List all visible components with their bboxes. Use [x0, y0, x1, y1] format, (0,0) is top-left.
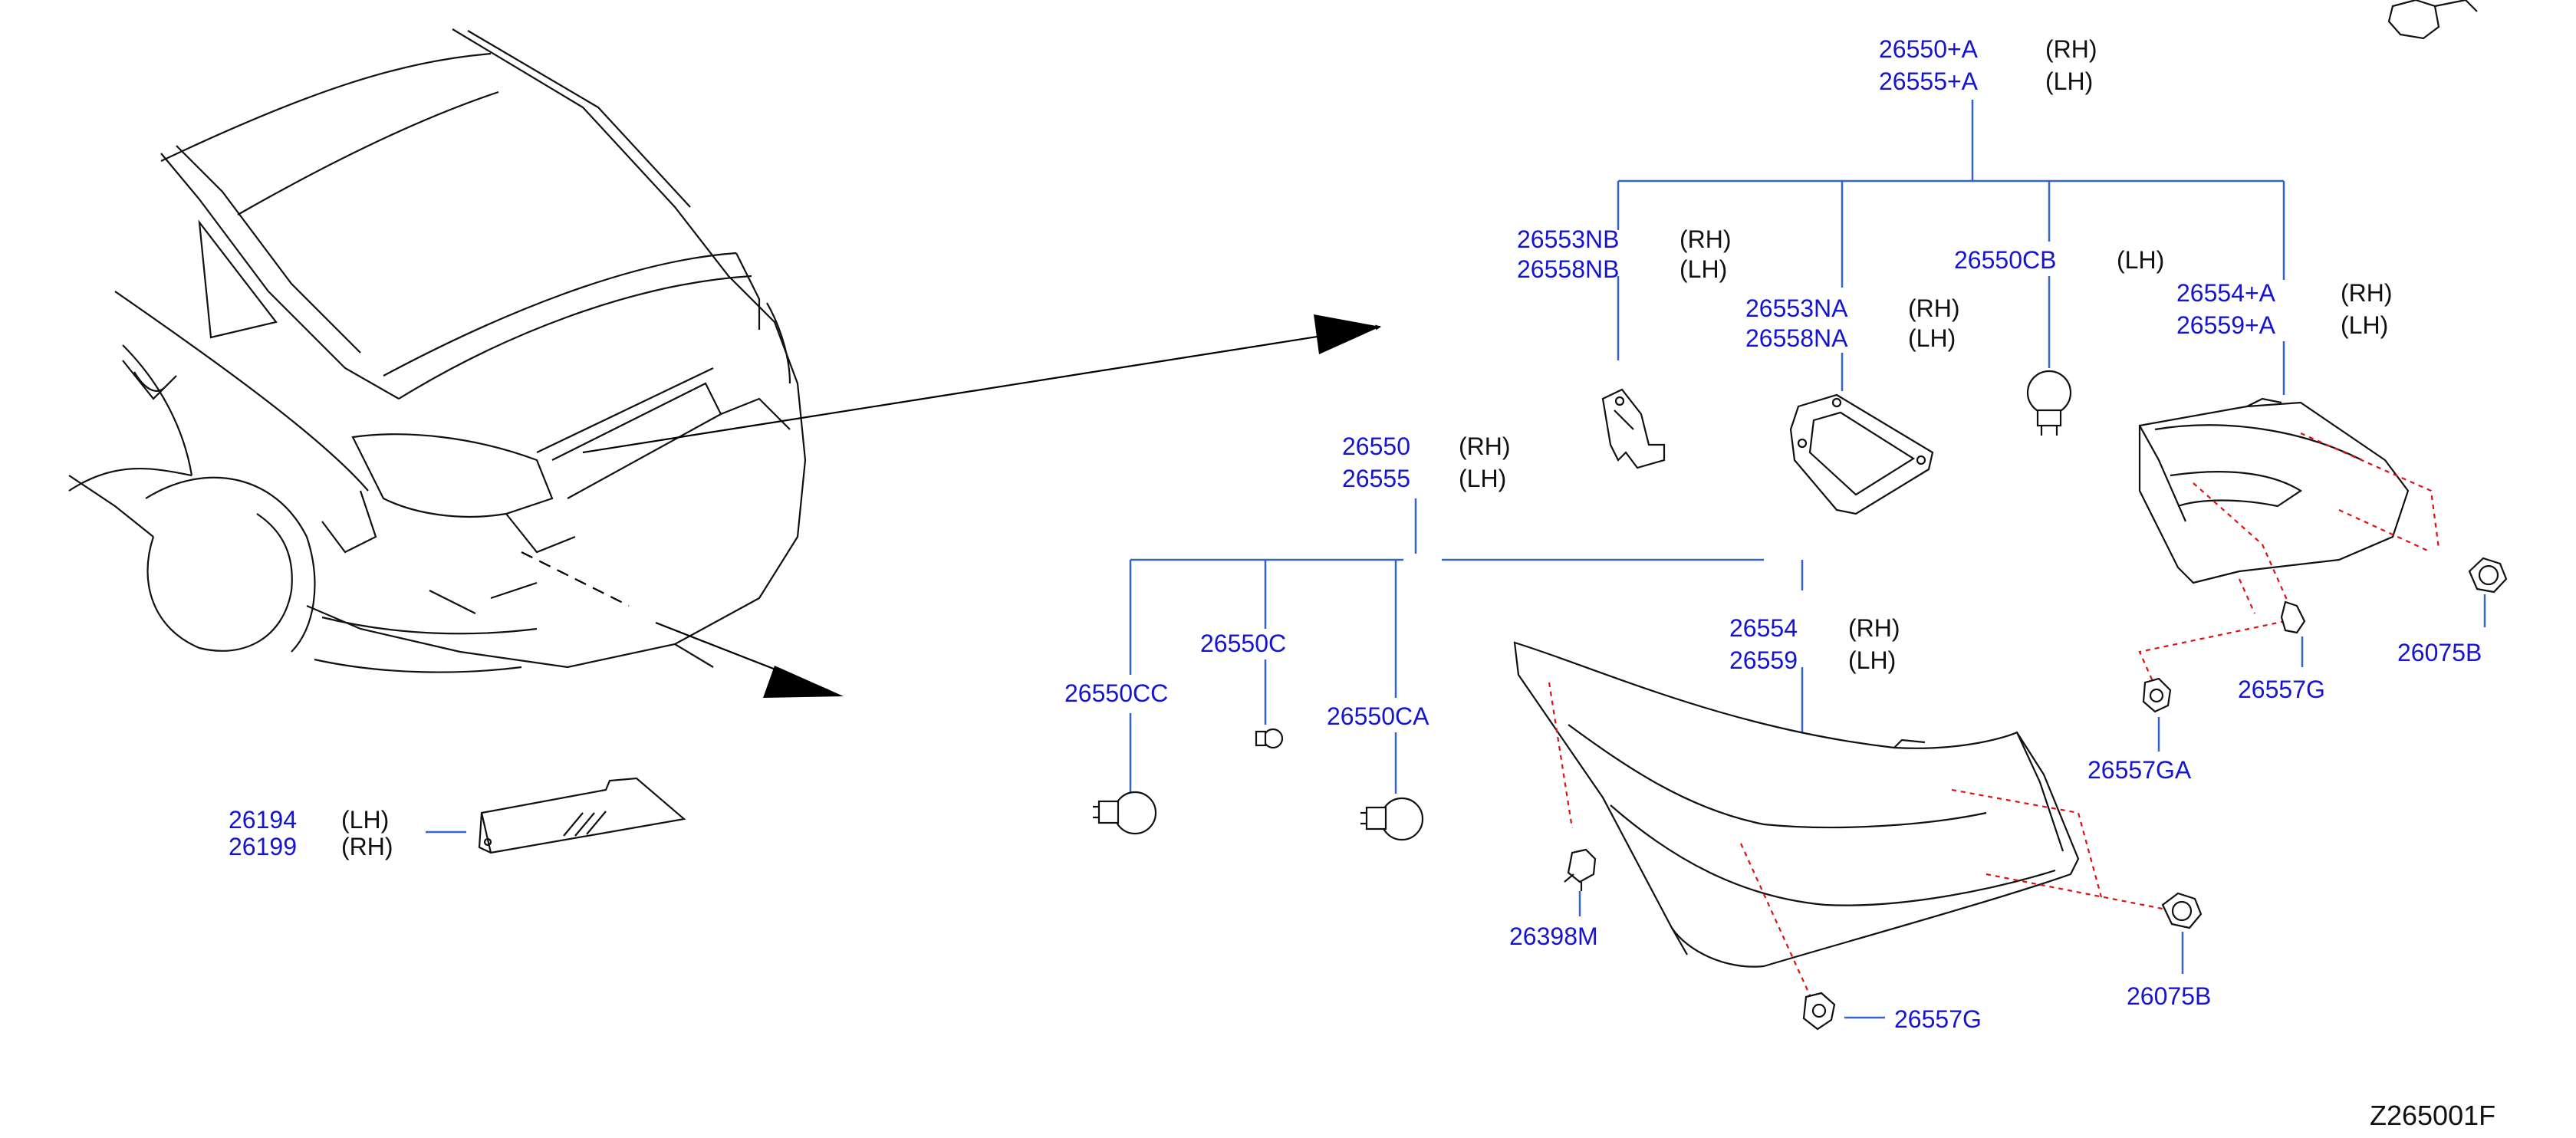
- tail-assy-body-rh: 26550: [1342, 433, 1410, 460]
- lid-gasket-lh-side: (LH): [1908, 324, 1956, 352]
- tail-assy-body-lh-side: (LH): [1459, 465, 1506, 492]
- tail-assy-top-lh-side: (LH): [2045, 67, 2093, 95]
- lid-cover-rh: 26553NB: [1517, 225, 1619, 253]
- body-lamp-lh: 26559: [1729, 646, 1798, 674]
- lid-lamp-rh-side: (RH): [2341, 279, 2393, 307]
- lid-lamp-part: [2138, 397, 2410, 584]
- partial-clip-part: [2387, 0, 2478, 40]
- lid-cover-lh-side: (LH): [1679, 255, 1727, 283]
- body-bulb-ca-pn: 26550CA: [1327, 702, 1429, 730]
- arrow-to-lid-lamp: [582, 324, 1381, 454]
- lid-bulb-side: (LH): [2117, 246, 2164, 274]
- lid-bulb-part: [2026, 370, 2072, 436]
- body-bulb-c-pn: 26550C: [1200, 630, 1286, 657]
- car-rear-illustration: [68, 28, 807, 673]
- lid-gasket-part: [1789, 393, 1934, 515]
- clip-m-pn: 26398M: [1509, 923, 1598, 950]
- arrow-to-body-lamp-dash: [521, 551, 630, 607]
- reflex-part: [478, 777, 686, 854]
- reflex-rh: 26199: [229, 833, 297, 860]
- nut-body-part: [2161, 892, 2203, 974]
- grommet-lid-part: [2280, 600, 2306, 667]
- tail-assy-body-rh-side: (RH): [1459, 433, 1511, 460]
- lid-gasket-rh: 26553NA: [1745, 294, 1848, 322]
- body-bulb-ca-part: [1360, 797, 1424, 841]
- lid-cover-rh-side: (RH): [1679, 225, 1732, 253]
- grommet-body-part: [1802, 992, 1885, 1031]
- lid-gasket-rh-side: (RH): [1908, 294, 1960, 322]
- reflex-lh: 26194: [229, 806, 297, 834]
- tail-assy-body-lh: 26555: [1342, 465, 1410, 492]
- tail-assy-top-lh: 26555+A: [1879, 67, 1979, 95]
- lid-lamp-lh: 26559+A: [2176, 311, 2276, 339]
- body-lamp-dashed-lines: [1548, 682, 2163, 1013]
- nut-lid-pn: 26075B: [2397, 639, 2482, 666]
- grommet-ga-pn: 26557GA: [2087, 756, 2192, 784]
- grommet-body-pn: 26557G: [1894, 1005, 1982, 1033]
- grommet-lid-pn: 26557G: [2238, 676, 2325, 703]
- reflex-rh-side: (RH): [341, 833, 393, 860]
- body-lamp-lh-side: (LH): [1848, 646, 1896, 674]
- lid-bulb-pn: 26550CB: [1954, 246, 2056, 274]
- tail-assy-top-rh-side: (RH): [2045, 35, 2097, 63]
- body-bulb-cc-pn: 26550CC: [1064, 679, 1168, 707]
- tail-assy-body-leader-tree: [1129, 498, 1804, 794]
- nut-body-pn: 26075B: [2127, 982, 2211, 1010]
- clip-m-part: [1564, 848, 1597, 916]
- lid-lamp-lh-side: (LH): [2341, 311, 2388, 339]
- tail-assy-top-leader-tree: [1617, 100, 2285, 395]
- grommet-ga-part: [2142, 677, 2172, 752]
- arrow-to-body-lamp-head: [763, 666, 844, 698]
- body-bulb-c-part: [1255, 728, 1284, 749]
- body-bulb-cc-part: [1093, 791, 1157, 835]
- body-lamp-rh: 26554: [1729, 614, 1798, 642]
- lid-lamp-dashed-lines: [2138, 432, 2440, 687]
- reflex-lh-side: (LH): [341, 806, 389, 834]
- lid-cover-part: [1601, 388, 1666, 469]
- tail-assy-top-rh: 26550+A: [1879, 35, 1979, 63]
- lid-lamp-rh: 26554+A: [2176, 279, 2276, 307]
- body-lamp-part: [1513, 641, 2080, 968]
- arrow-to-lid-lamp-head: [1314, 314, 1380, 354]
- tail-assy-top-callout: 26550+A (RH) 26555+A (LH): [1879, 35, 2097, 95]
- lid-cover-lh: 26558NB: [1517, 255, 1619, 283]
- body-lamp-rh-side: (RH): [1848, 614, 1900, 642]
- nut-lid-part: [2468, 557, 2508, 627]
- diagram-code: Z265001F: [2370, 1100, 2495, 1131]
- lid-gasket-lh: 26558NA: [1745, 324, 1848, 352]
